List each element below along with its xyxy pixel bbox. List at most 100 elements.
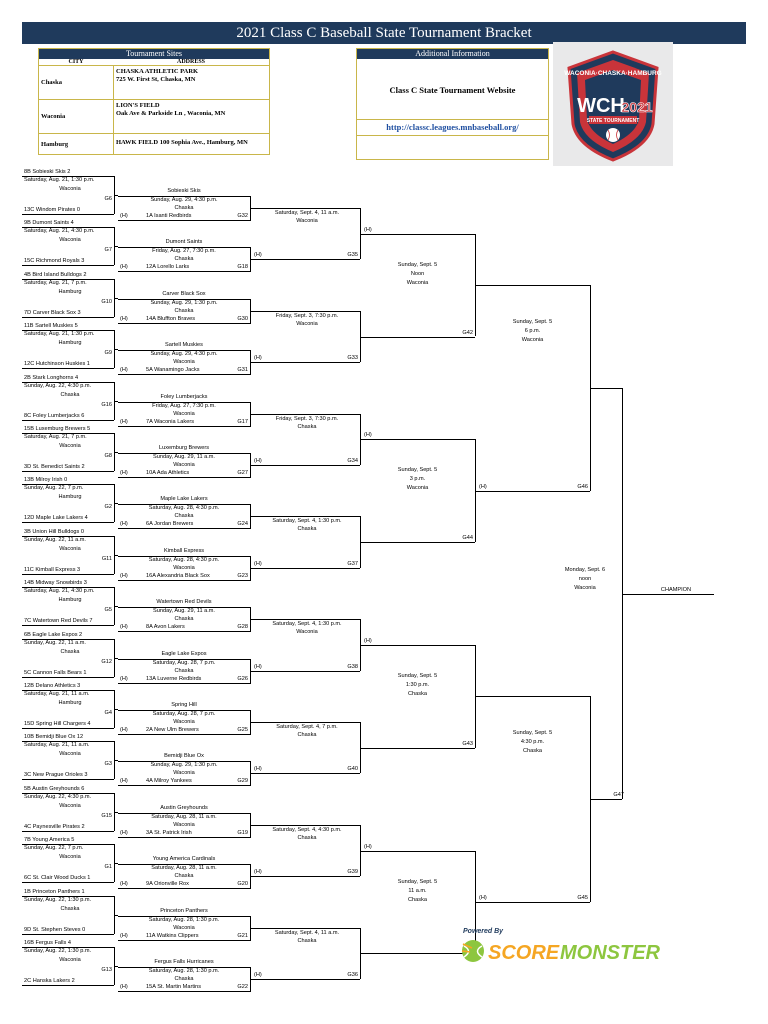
- game-site: Waconia: [173, 719, 195, 725]
- team-seed: 8B Sobieski Skis 2: [24, 169, 71, 175]
- team-seed: 7D Carver Black Sox 3: [24, 309, 81, 316]
- game-time: 1:30 p.m.: [405, 681, 430, 688]
- bracket-line: [22, 419, 114, 421]
- team-seed: 7C Watertown Red Devils 7: [24, 618, 93, 625]
- game-number: G28: [237, 624, 248, 631]
- game-site: Chaska: [297, 937, 317, 944]
- game-number: G7: [104, 247, 112, 254]
- bracket-line: [22, 676, 114, 678]
- home-marker: (H): [120, 624, 128, 631]
- bracket-line: [622, 387, 623, 800]
- home-marker: (H): [364, 432, 372, 439]
- bracket-line: [254, 773, 360, 775]
- sites-heading: Tournament Sites: [39, 49, 269, 59]
- logo-arc-text: WACONIA·CHASKA·HAMBURG: [564, 70, 662, 77]
- bracket-line: [118, 247, 250, 249]
- website-link[interactable]: http://classc.leagues.mnbaseball.org/: [386, 122, 519, 132]
- game-time: Sunday, Aug. 29, 1:30 p.m.: [150, 762, 218, 769]
- game-site: Waconia: [521, 337, 544, 344]
- game-number: G44: [462, 535, 473, 542]
- game-time: Friday, Sept. 3, 7:30 p.m.: [275, 415, 339, 422]
- game-number: G23: [237, 572, 248, 579]
- bracket-line: [118, 453, 250, 454]
- bracket-line: [114, 709, 118, 710]
- game-number: G9: [104, 350, 112, 357]
- info-heading: Additional Information: [357, 49, 548, 59]
- game-time: Saturday, Aug. 28, 11 a.m.: [151, 813, 217, 820]
- game-time: Sunday, Aug. 22, 7 p.m.: [24, 845, 84, 852]
- bracket-line: [114, 760, 118, 762]
- game-site: Waconia: [173, 564, 195, 571]
- bracket-line: [114, 966, 118, 967]
- game-time: 3 p.m.: [409, 476, 426, 483]
- bracket-line: [114, 606, 118, 608]
- bracket-line: [22, 792, 114, 794]
- game-number: G32: [237, 213, 248, 219]
- home-marker: (H): [364, 226, 372, 233]
- game-site: Chaska: [297, 834, 317, 841]
- bracket-line: [118, 477, 250, 478]
- bracket-winner: Dumont Saints: [165, 239, 203, 246]
- sites-columns: CITY ADDRESS: [39, 59, 269, 66]
- bracket-winner: Fergus Falls Hurricanes: [154, 959, 214, 965]
- game-time: Sunday, Aug. 22, 1:30 p.m.: [24, 896, 92, 903]
- bracket-line: [118, 785, 250, 787]
- game-time: Friday, Sept. 3, 7:30 p.m.: [275, 312, 339, 319]
- game-time: Sunday, Aug. 29, 4:30 p.m.: [150, 351, 218, 358]
- bracket-line: [254, 619, 360, 621]
- bracket-line: [118, 864, 250, 866]
- team-seed: 13C Windom Pirates 0: [24, 207, 80, 213]
- game-number: G18: [237, 264, 248, 271]
- game-number: G47: [613, 792, 624, 799]
- bracket-line: [118, 528, 250, 530]
- bracket-line: [250, 927, 256, 929]
- home-marker: (H): [120, 829, 128, 836]
- bracket-line: [22, 728, 114, 729]
- game-number: G33: [347, 355, 358, 362]
- brand-monster: MONSTER: [560, 942, 661, 964]
- game-site: Chaska: [408, 896, 427, 903]
- game-site: Chaska: [174, 205, 194, 211]
- bracket-line: [22, 882, 114, 884]
- game-site: Waconia: [173, 410, 195, 417]
- game-time: Sunday, Sept. 5: [397, 261, 438, 268]
- bracket-line: [118, 425, 250, 427]
- home-marker: (H): [120, 213, 128, 219]
- game-site: Chaska: [297, 423, 317, 430]
- home-marker: (H): [254, 355, 262, 362]
- bracket-line: [22, 587, 114, 589]
- bracket-line: [114, 914, 118, 916]
- team-seed: 11B Sartell Muskies 5: [24, 323, 78, 330]
- team-seed: 2A New Ulm Brewers: [146, 727, 199, 733]
- home-marker: (H): [120, 470, 128, 476]
- game-number: G35: [347, 252, 358, 259]
- game-time: Friday, Aug. 27, 7:30 p.m.: [152, 248, 216, 255]
- bracket-line: [114, 400, 118, 402]
- team-seed: 4C Paynesville Pirates 2: [24, 823, 85, 830]
- game-time: 11 a.m.: [408, 887, 427, 894]
- bracket-line: [118, 374, 250, 376]
- game-site: Waconia: [173, 770, 195, 777]
- bracket-line: [22, 573, 114, 575]
- bracket-line: [590, 387, 622, 389]
- team-seed: 16A Alexandria Black Sox: [146, 572, 210, 579]
- bracket-line: [360, 824, 361, 877]
- game-time: Sunday, Aug. 22, 11 a.m.: [24, 536, 86, 543]
- bracket-line: [360, 953, 475, 955]
- bracket-line: [118, 555, 250, 557]
- bracket-line: [118, 812, 250, 814]
- game-number: G1: [104, 864, 112, 871]
- game-time: Saturday, Aug. 28, 7 p.m.: [152, 711, 216, 717]
- game-number: G26: [237, 675, 248, 682]
- bracket-line: [114, 195, 118, 196]
- bracket-line: [22, 214, 114, 215]
- game-site: Waconia: [173, 924, 195, 931]
- logo-wch: WCH: [577, 95, 625, 117]
- home-marker: (H): [364, 637, 372, 644]
- team-seed: 3C New Prague Orioles 3: [24, 772, 88, 779]
- bracket-line: [622, 593, 714, 595]
- bracket-line: [250, 824, 256, 826]
- bracket-winner: Eagle Lake Expos: [161, 650, 207, 657]
- bracket-line: [250, 413, 256, 415]
- team-seed: 14B Midway Snowbirds 3: [24, 580, 87, 587]
